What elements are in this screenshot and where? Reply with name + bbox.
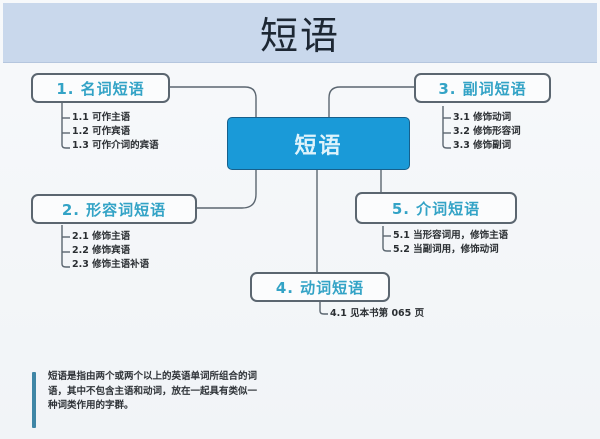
list-item: 1.2 可作宾语: [72, 126, 131, 137]
branch-node-prepositional-phrase[interactable]: 5. 介词短语: [355, 192, 517, 224]
list-item: 5.1 当形容词用，修饰主语: [393, 230, 509, 241]
central-topic-node[interactable]: 短语: [227, 117, 410, 170]
definition-note: 短语是指由两个或两个以上的英语单词所组合的词语，其中不包含主语和动词，放在一起具…: [48, 371, 258, 411]
title-bar: 短语: [3, 3, 597, 63]
list-item: 1.3 可作介词的宾语: [72, 140, 159, 151]
page-title: 短语: [259, 14, 340, 58]
branch-label: 5. 介词短语: [391, 199, 481, 218]
branch-label: 2. 形容词短语: [61, 200, 167, 219]
branch-node-adverb-phrase[interactable]: 3. 副词短语: [414, 73, 551, 103]
branch-items-noun-phrase: 1.1 可作主语 1.2 可作宾语 1.3 可作介词的宾语: [64, 111, 159, 153]
branch-label: 4. 动词短语: [275, 278, 365, 297]
branch-items-verb-phrase: 4.1 见本书第 065 页: [322, 307, 424, 321]
branch-node-verb-phrase[interactable]: 4. 动词短语: [250, 272, 390, 302]
list-item: 2.1 修饰主语: [72, 231, 131, 242]
list-item: 3.3 修饰副词: [453, 140, 512, 151]
list-item: 1.1 可作主语: [72, 112, 131, 123]
central-topic-label: 短语: [294, 133, 343, 159]
list-item: 2.2 修饰宾语: [72, 245, 131, 256]
list-item: 2.3 修饰主语补语: [72, 259, 150, 270]
note-accent-bar: [32, 372, 36, 428]
list-item: 3.1 修饰动词: [453, 112, 512, 123]
branch-label: 1. 名词短语: [56, 79, 145, 98]
list-item: 3.2 修饰形容词: [453, 126, 521, 137]
branch-label: 3. 副词短语: [438, 79, 527, 98]
branch-items-adverb-phrase: 3.1 修饰动词 3.2 修饰形容词 3.3 修饰副词: [445, 111, 521, 153]
branch-node-adjective-phrase[interactable]: 2. 形容词短语: [31, 194, 197, 224]
branch-node-noun-phrase[interactable]: 1. 名词短语: [31, 73, 170, 103]
branch-items-prepositional-phrase: 5.1 当形容词用，修饰主语 5.2 当副词用，修饰动词: [385, 229, 508, 257]
branch-items-adjective-phrase: 2.1 修饰主语 2.2 修饰宾语 2.3 修饰主语补语: [64, 230, 149, 272]
list-item: 4.1 见本书第 065 页: [330, 308, 425, 319]
list-item: 5.2 当副词用，修饰动词: [393, 244, 499, 255]
